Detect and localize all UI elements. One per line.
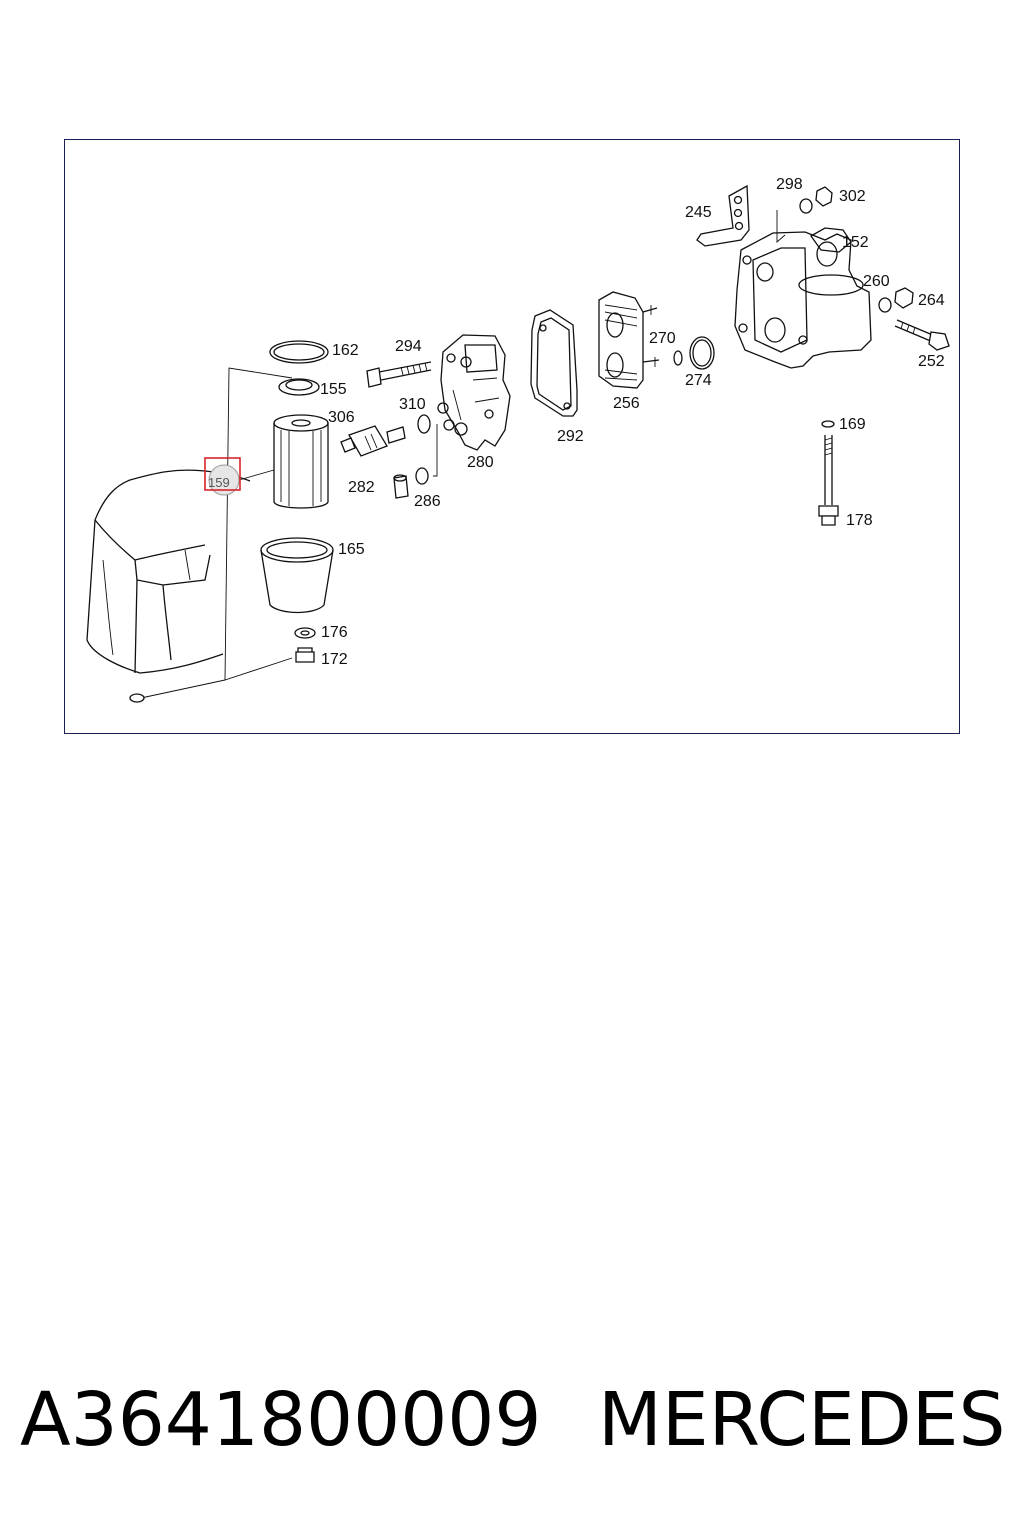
label-152: 152 [842, 234, 869, 251]
part-274-oring [689, 336, 715, 370]
label-264: 264 [918, 292, 945, 309]
label-178: 178 [846, 512, 873, 529]
label-169: 169 [839, 416, 866, 433]
label-252: 252 [918, 353, 945, 370]
part-282-plug [393, 474, 409, 499]
label-256: 256 [613, 395, 640, 412]
label-159: 159 [208, 475, 230, 490]
label-306: 306 [328, 409, 355, 426]
part-sensor-switch [340, 425, 406, 457]
part-162-oring [269, 340, 329, 364]
part-292-gasket [530, 309, 578, 417]
part-159-highlight-circle [208, 464, 240, 496]
part-169-oring [821, 420, 835, 428]
label-282: 282 [348, 479, 375, 496]
washer-part [129, 693, 145, 703]
part-152-filter-housing-base [734, 210, 872, 369]
part-252-bolt [894, 319, 950, 351]
label-292: 292 [557, 428, 584, 445]
parts-diagram: 162 155 306 159 165 176 172 294 310 282 … [64, 139, 960, 734]
part-286-seal [415, 467, 429, 485]
label-165: 165 [338, 541, 365, 558]
label-176: 176 [321, 624, 348, 641]
part-178-long-bolt [818, 435, 839, 526]
label-274: 274 [685, 372, 712, 389]
label-310: 310 [399, 396, 426, 413]
part-172-drain-plug [295, 647, 315, 663]
part-270-ring [673, 350, 683, 366]
label-162: 162 [332, 342, 359, 359]
part-306-filter-element [273, 414, 329, 509]
part-256-oil-cooler [598, 291, 660, 389]
label-302: 302 [839, 188, 866, 205]
part-155-seal [278, 378, 320, 396]
part-176-washer [294, 627, 316, 639]
label-155: 155 [320, 381, 347, 398]
label-294: 294 [395, 338, 422, 355]
part-310-seal [417, 414, 431, 434]
label-298: 298 [776, 176, 803, 193]
part-264-nut [894, 287, 914, 309]
part-294-bolt [366, 361, 432, 388]
label-280: 280 [467, 454, 494, 471]
label-270: 270 [649, 330, 676, 347]
label-286: 286 [414, 493, 441, 510]
part-302-nut [815, 186, 833, 207]
part-260-washer [878, 297, 892, 313]
label-172: 172 [321, 651, 348, 668]
brand-text: MERCEDES [598, 1377, 1006, 1463]
group-bracket [224, 367, 293, 681]
part-280-filter-head [437, 334, 511, 451]
part-165-filter-housing [260, 537, 334, 614]
label-245: 245 [685, 204, 712, 221]
part-number-text: A3641800009 [20, 1377, 542, 1463]
label-260: 260 [863, 273, 890, 290]
part-245-bracket [696, 184, 750, 247]
part-159-highlight-box[interactable] [204, 457, 241, 491]
part-298-washer [799, 198, 813, 214]
